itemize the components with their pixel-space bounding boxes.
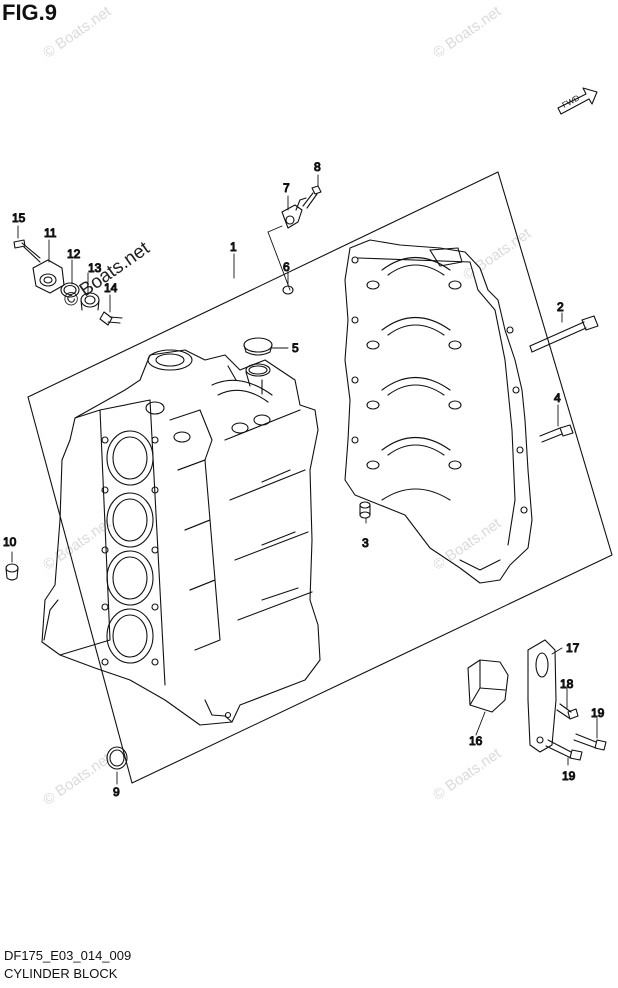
bolt-2-drawing bbox=[529, 315, 599, 353]
bolt-14-drawing bbox=[99, 311, 123, 326]
o-ring-9 bbox=[106, 746, 128, 770]
callout-8: 8 bbox=[314, 160, 321, 174]
callout-11: 11 bbox=[44, 226, 57, 240]
part-11-drawing bbox=[32, 259, 65, 294]
callout-numbers: 15 11 12 13 14 1 7 8 6 5 2 4 3 10 9 17 1… bbox=[2, 159, 605, 799]
callout-10: 10 bbox=[3, 535, 17, 549]
bolt-19a-drawing bbox=[573, 733, 607, 751]
diagram-code: DF175_E03_014_009 bbox=[4, 948, 132, 963]
callout-18: 18 bbox=[560, 677, 574, 691]
callout-15: 15 bbox=[12, 211, 26, 225]
callout-2: 2 bbox=[557, 300, 564, 314]
bolt-18-drawing bbox=[556, 703, 579, 720]
callout-9: 9 bbox=[113, 785, 120, 799]
callout-7: 7 bbox=[283, 181, 290, 195]
plate-17-drawing bbox=[527, 639, 557, 753]
callout-5: 5 bbox=[292, 341, 299, 355]
callout-1: 1 bbox=[230, 240, 237, 254]
cap-5-drawing bbox=[243, 337, 273, 377]
fitting-7-drawing bbox=[281, 197, 307, 229]
fwd-arrow-icon: FWD bbox=[557, 87, 598, 115]
bolt-15-drawing bbox=[13, 239, 41, 263]
diagram-title: CYLINDER BLOCK bbox=[4, 966, 118, 981]
crankcase-drawing bbox=[344, 239, 533, 584]
o-ring-12 bbox=[60, 282, 80, 298]
bolt-19b-drawing bbox=[545, 739, 583, 761]
plug-10-drawing bbox=[5, 563, 19, 581]
callout-14: 14 bbox=[104, 281, 118, 295]
callout-19b: 19 bbox=[562, 769, 576, 783]
figure-label: FIG.9 bbox=[2, 0, 58, 25]
callout-16: 16 bbox=[469, 734, 483, 748]
callout-12: 12 bbox=[67, 247, 81, 261]
callout-3: 3 bbox=[362, 536, 369, 550]
collar-13-drawing bbox=[80, 292, 100, 311]
callout-13: 13 bbox=[88, 261, 102, 275]
o-ring-6 bbox=[282, 285, 294, 295]
callout-6: 6 bbox=[283, 260, 290, 274]
leader-lines bbox=[11, 174, 598, 785]
callout-17: 17 bbox=[566, 641, 580, 655]
assembly-frame bbox=[27, 171, 613, 784]
callout-4: 4 bbox=[554, 391, 561, 405]
cylinder-block-drawing bbox=[41, 349, 321, 726]
bracket-16-drawing bbox=[467, 659, 509, 713]
callout-19a: 19 bbox=[591, 706, 605, 720]
dowel-3-drawing bbox=[359, 501, 371, 519]
bolt-8-drawing bbox=[302, 185, 322, 209]
bolt-4-drawing bbox=[539, 424, 574, 443]
